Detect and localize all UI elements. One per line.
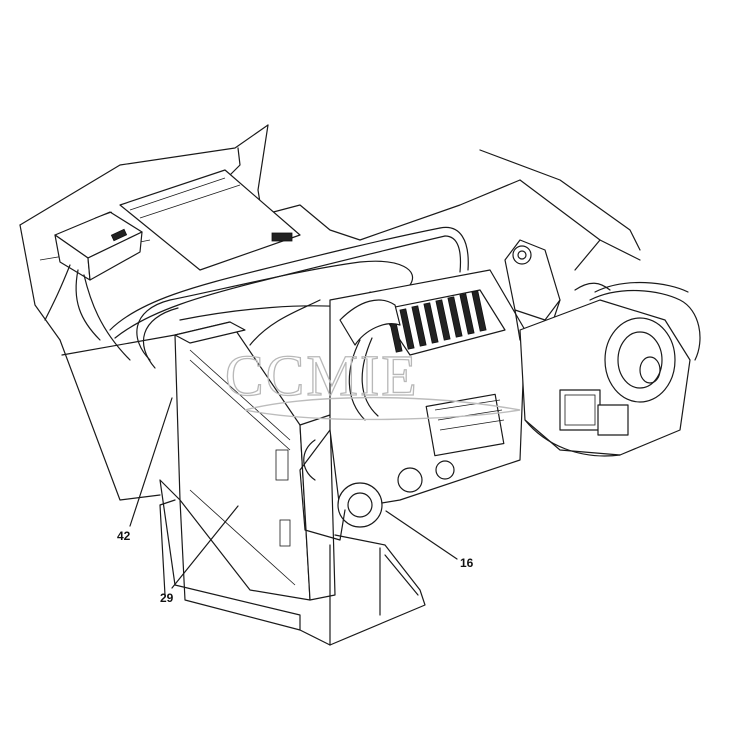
transmission (519, 282, 701, 457)
engine-block (299, 269, 526, 541)
watermark-logo: CCMIE (224, 342, 521, 421)
control-box (44, 211, 143, 361)
callout-labels: 42 29 16 (117, 529, 474, 605)
leader-29 (171, 505, 239, 589)
lower-support-frame (299, 534, 426, 646)
callout-42: 42 (117, 529, 131, 543)
callout-29: 29 (160, 591, 174, 605)
callout-16: 16 (460, 556, 474, 570)
leader-lines (129, 397, 458, 589)
leader-16 (385, 510, 458, 560)
leader-42 (129, 397, 173, 527)
radiator (159, 321, 336, 631)
upper-plate (119, 169, 301, 271)
